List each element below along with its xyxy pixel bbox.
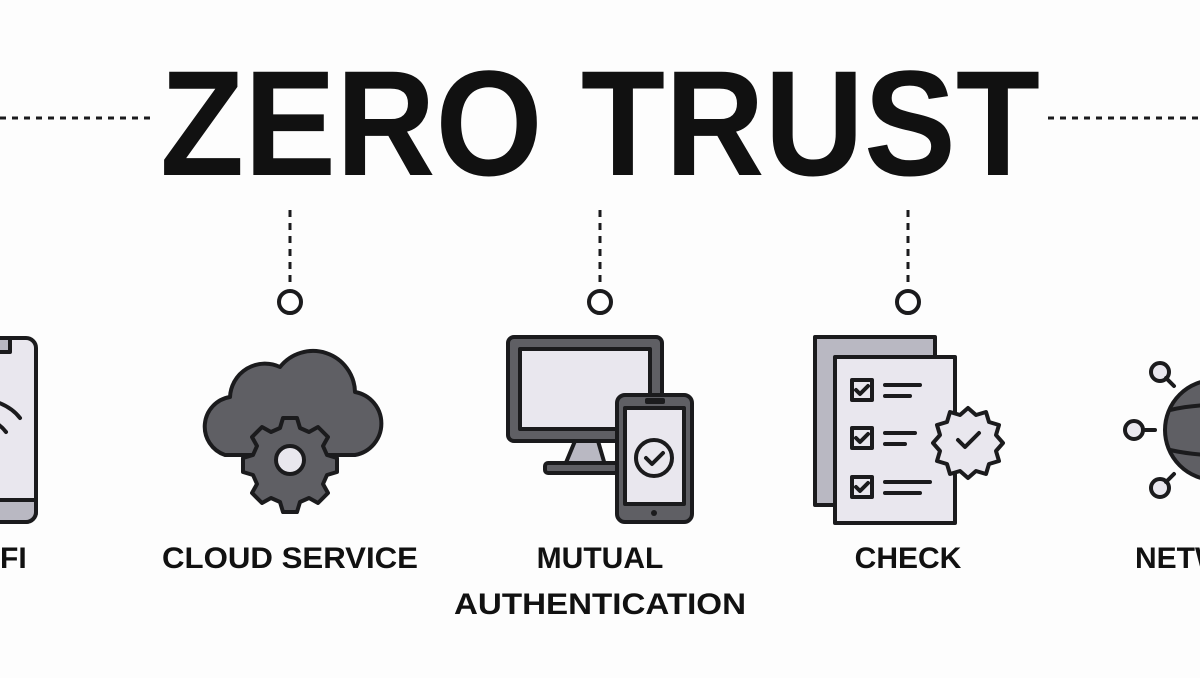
checklist-badge-icon [813,335,1005,525]
connector-cloud [277,210,303,315]
label-wifi: FI [0,542,27,575]
cloud-gear-icon [202,349,384,514]
page-title: ZERO TRUST [160,39,1040,207]
monitor-phone-check-icon [506,335,694,524]
phone-wifi-icon [0,336,38,524]
label-network: NETW [1135,542,1200,575]
globe-network-icon [1123,361,1200,499]
label-check: CHECK [855,542,962,575]
label-mutual: MUTUAL [537,542,664,575]
connector-auth [587,210,613,315]
connector-check [895,210,921,315]
label-authentication: AUTHENTICATION [454,588,746,621]
label-cloud-service: CLOUD SERVICE [162,542,418,575]
